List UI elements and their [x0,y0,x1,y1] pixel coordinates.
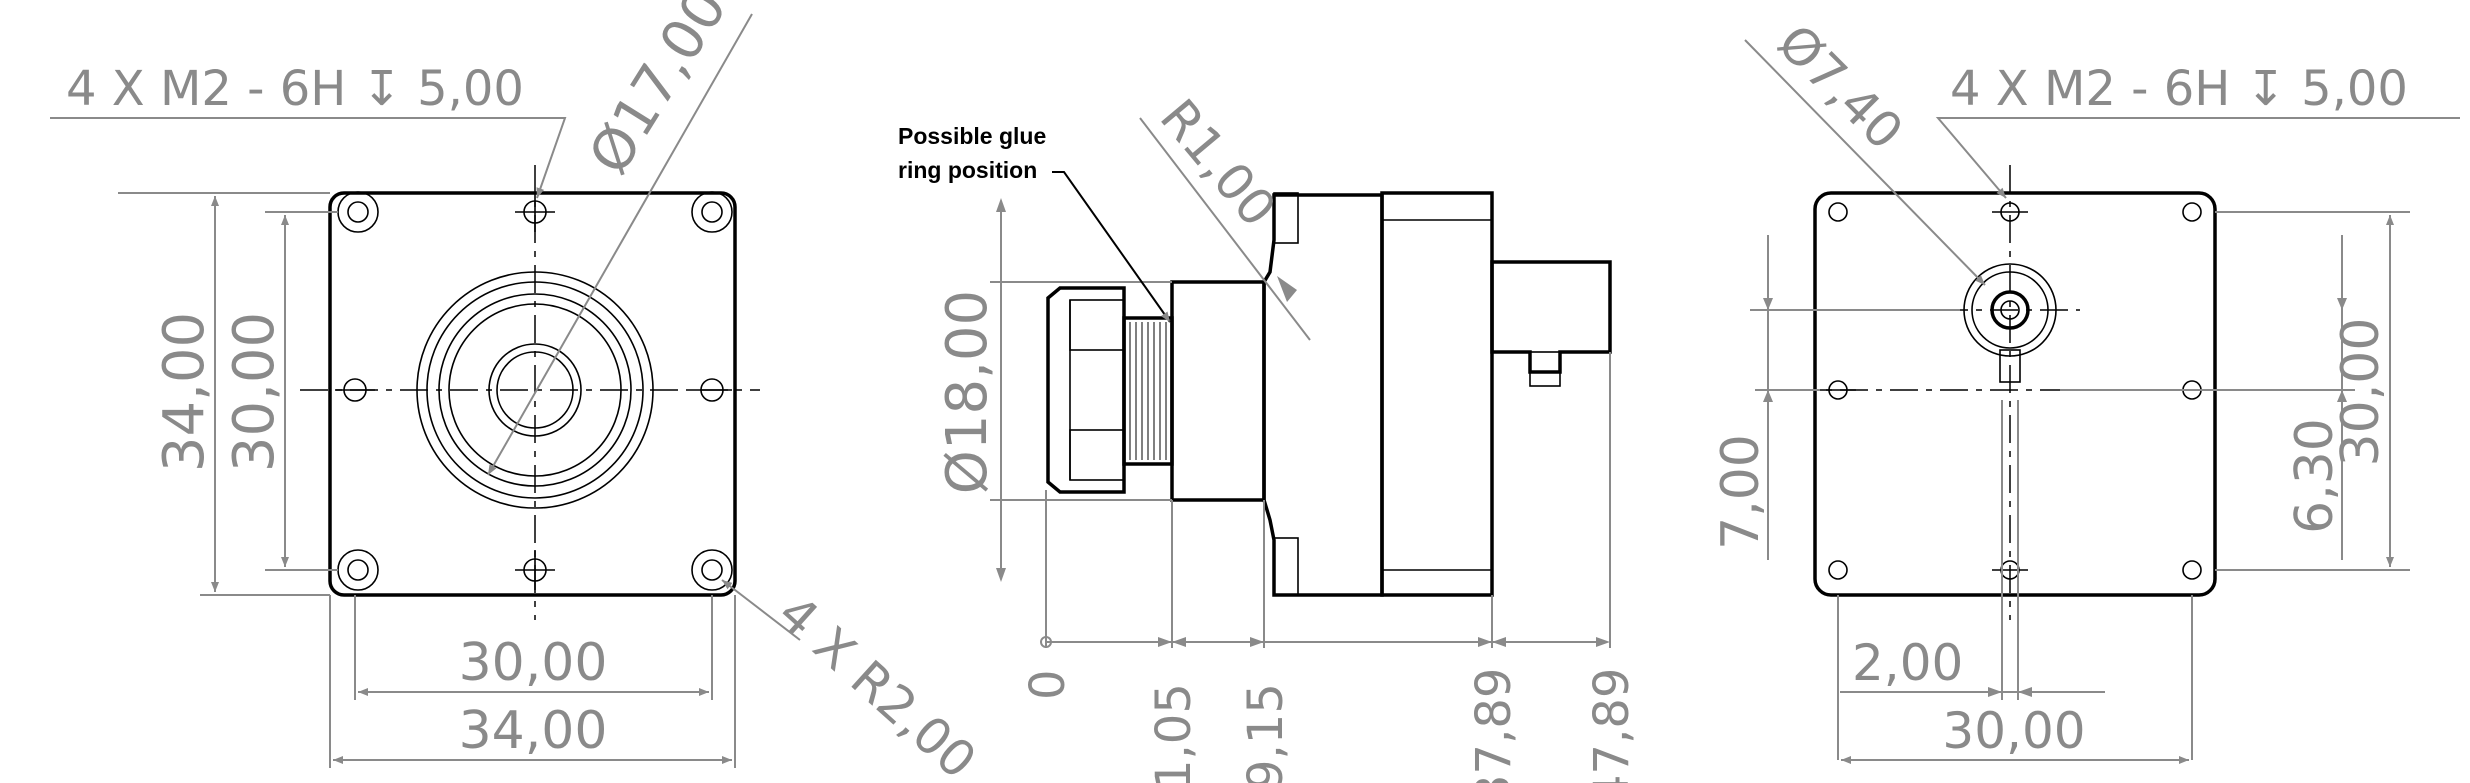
side-thread-lines [1129,322,1167,460]
front-hole-callout-leader [50,117,567,199]
side-note-line1: Possible glue [898,123,1046,149]
back-body-outline [1813,191,2217,597]
front-dia-center: Ø17,00 [577,0,740,185]
back-hole-callout-leader [1935,117,2460,199]
back-hole-callout: 4 X M2 - 6H ↧ 5,00 [1950,61,2408,117]
side-body [1262,193,1384,597]
side-view: Possible glue ring position R1,00 Ø18,00… [898,88,1640,783]
side-x-label-0: 0 [1020,669,1076,700]
side-mount-ring [1170,280,1266,502]
side-x-label-2: 9,15 [1238,683,1294,783]
back-width-outer: 30,00 [1942,702,2085,760]
back-shaft-boss [1963,263,2057,383]
front-radius-leader [721,579,801,641]
back-dia-shaft: Ø7,40 [1767,13,1915,161]
front-dia-leader [487,13,753,476]
side-diameter: Ø18,00 [935,290,1000,494]
side-x-label-3: 37,89 [1466,668,1522,783]
back-offset-small: 6,30 [2285,418,2345,534]
side-x-label-1: 1,05 [1146,683,1202,783]
side-x-position-labels: 0 1,05 9,15 37,89 47,89 [1020,668,1640,783]
side-glue-leader [1052,171,1171,323]
side-connector [1490,260,1612,374]
front-height-outer: 34,00 [152,312,217,472]
side-radius-leader [1139,117,1311,341]
front-m2-holes [335,192,732,590]
front-width-outer: 34,00 [459,701,608,761]
back-dia-leader [1744,39,1986,286]
front-height-inner: 30,00 [222,312,287,472]
front-corner-radius: 4 X R2,00 [767,584,987,783]
back-m2-holes [1820,202,2210,580]
front-body-outline [328,191,737,597]
back-offset-vertical: 7,00 [1711,434,1771,550]
front-view: 4 X M2 - 6H ↧ 5,00 Ø17,00 34,00 30,00 30… [50,0,987,783]
front-lens-rings [416,271,654,509]
side-x-label-4: 47,89 [1584,668,1640,783]
side-note-line2: ring position [898,157,1037,183]
side-rear-housing [1380,191,1494,597]
front-hole-callout: 4 X M2 - 6H ↧ 5,00 [66,61,524,117]
side-radius: R1,00 [1149,88,1287,237]
side-lens-cap [1046,286,1126,494]
back-offset-horizontal: 2,00 [1852,634,1963,692]
back-view: 4 X M2 - 6H ↧ 5,00 Ø7,40 30,00 7,00 6,30… [1711,13,2460,764]
front-width-inner: 30,00 [459,633,608,693]
back-height-outer: 30,00 [2331,318,2391,467]
